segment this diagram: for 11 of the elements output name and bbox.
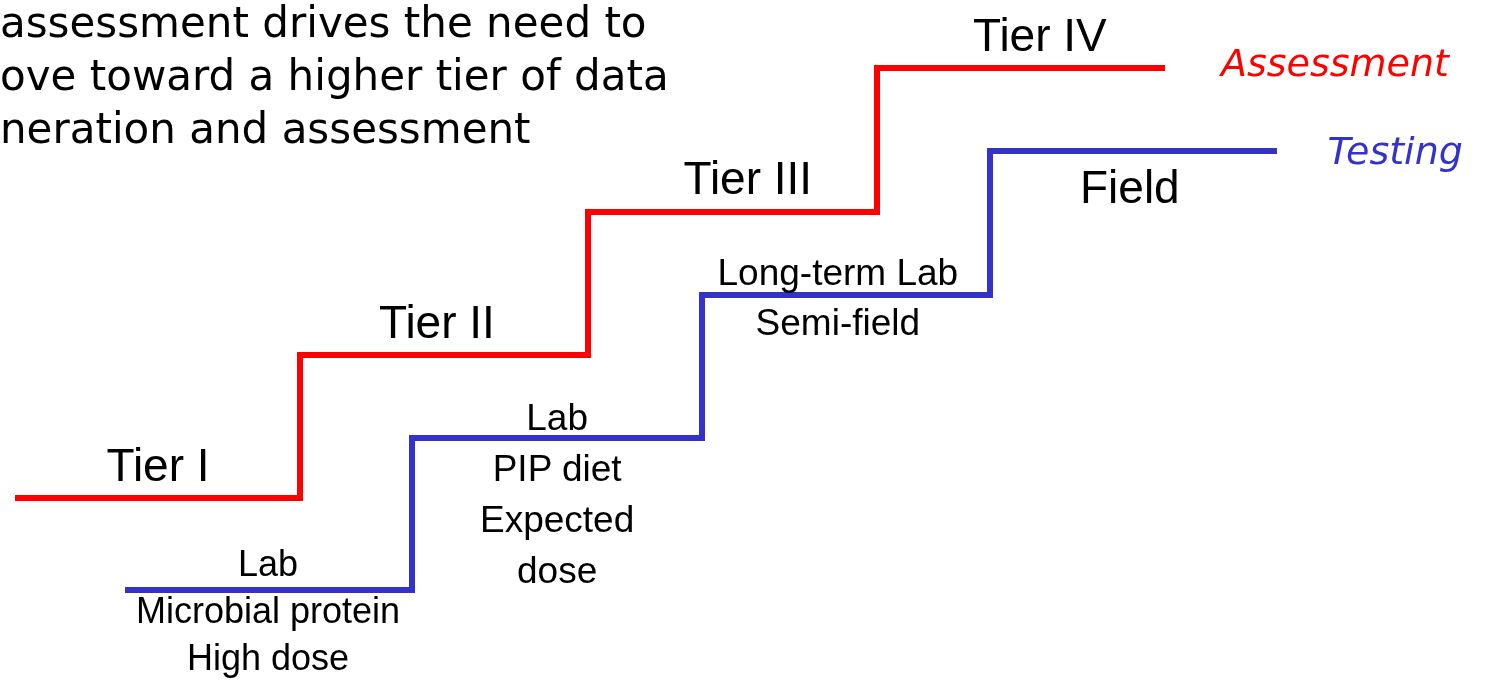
step-label: Lab PIP diet Expected dose: [480, 396, 635, 593]
series-label: Assessment: [1221, 44, 1449, 82]
step-label: Long-term Lab Semi-field: [717, 251, 959, 345]
heading-text: assessment drives the need to ove toward a higher tier of data neration and assessment: [0, 0, 669, 155]
step-label: Lab Microbial protein High dose: [136, 542, 401, 680]
tier-label: Tier IV: [973, 12, 1107, 58]
step-label: Field: [1080, 164, 1180, 210]
tier-label: Tier I: [106, 442, 210, 488]
tier-label: Tier III: [683, 155, 813, 201]
series-label: Testing: [1327, 132, 1463, 170]
tier-label: Tier II: [379, 299, 495, 345]
